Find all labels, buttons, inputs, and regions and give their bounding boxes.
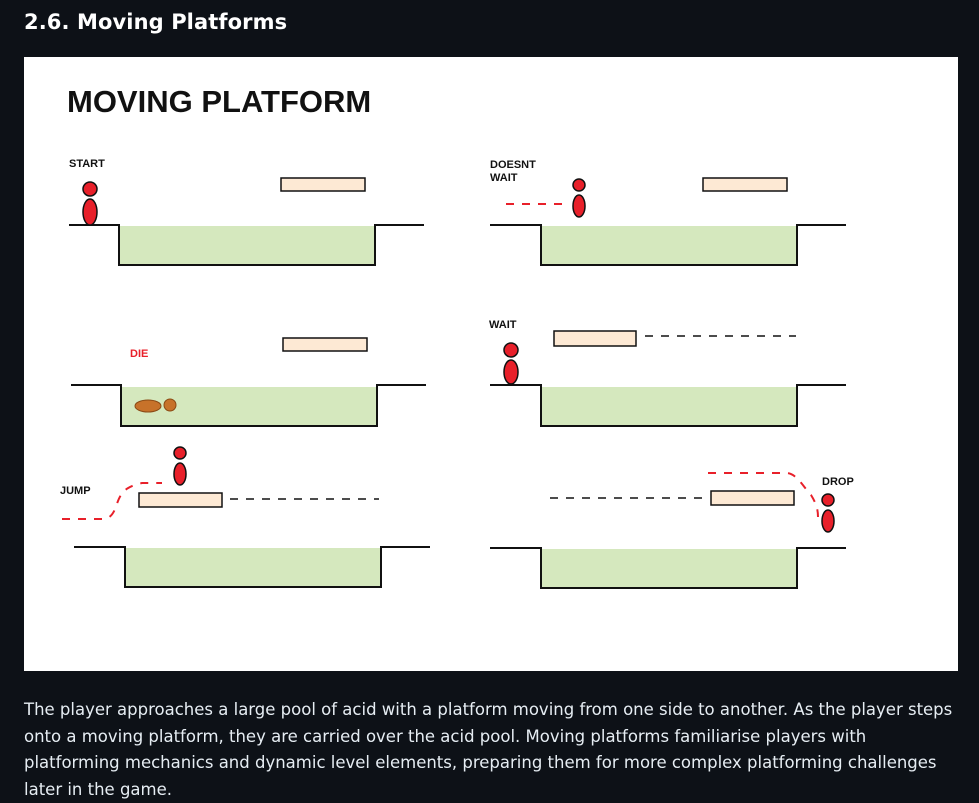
player-icon [82, 181, 98, 226]
moving-platform-diagram: MOVING PLATFORM START DOESNT WAIT [24, 57, 958, 671]
ground-outline [69, 224, 424, 266]
ground-outline [490, 384, 846, 427]
label-die: DIE [130, 348, 148, 360]
player-drop-arc [708, 472, 819, 518]
ground-outline [490, 224, 846, 266]
panel-doesnt-wait: DOESNT WAIT [490, 159, 846, 266]
section-description: The player approaches a large pool of ac… [24, 700, 953, 799]
moving-platform [282, 337, 368, 352]
panel-jump: JUMP [60, 446, 430, 588]
label-drop: DROP [822, 476, 854, 488]
acid-pool [541, 387, 797, 425]
acid-pool [541, 549, 797, 587]
ground-outline [490, 547, 846, 589]
acid-pool [119, 226, 375, 264]
ground-outline [71, 384, 426, 427]
panel-drop: DROP [490, 472, 854, 589]
ground-outline [74, 546, 430, 588]
label-doesnt-wait-line1: DOESNT [490, 159, 536, 171]
player-jump-arc [62, 482, 162, 520]
moving-platform [710, 490, 795, 506]
moving-platform [553, 330, 637, 347]
panel-wait: WAIT [489, 319, 846, 427]
panel-die: DIE [71, 337, 426, 427]
moving-platform [702, 177, 788, 192]
moving-platform [138, 492, 223, 508]
section-heading: 2.6. Moving Platforms [24, 10, 288, 34]
dead-player-icon [134, 398, 177, 413]
label-wait: WAIT [489, 319, 517, 331]
player-icon [503, 342, 519, 385]
label-start: START [69, 158, 105, 170]
moving-platform [280, 177, 366, 192]
acid-pool [125, 548, 381, 586]
acid-pool [541, 226, 797, 264]
player-icon [821, 493, 835, 533]
diagram-title: MOVING PLATFORM [67, 84, 371, 119]
player-icon [173, 446, 187, 486]
diagram-canvas: MOVING PLATFORM START DOESNT WAIT [60, 84, 854, 589]
player-icon [572, 178, 586, 218]
panel-start: START [69, 158, 424, 266]
label-doesnt-wait-line2: WAIT [490, 172, 518, 184]
label-jump: JUMP [60, 485, 91, 497]
